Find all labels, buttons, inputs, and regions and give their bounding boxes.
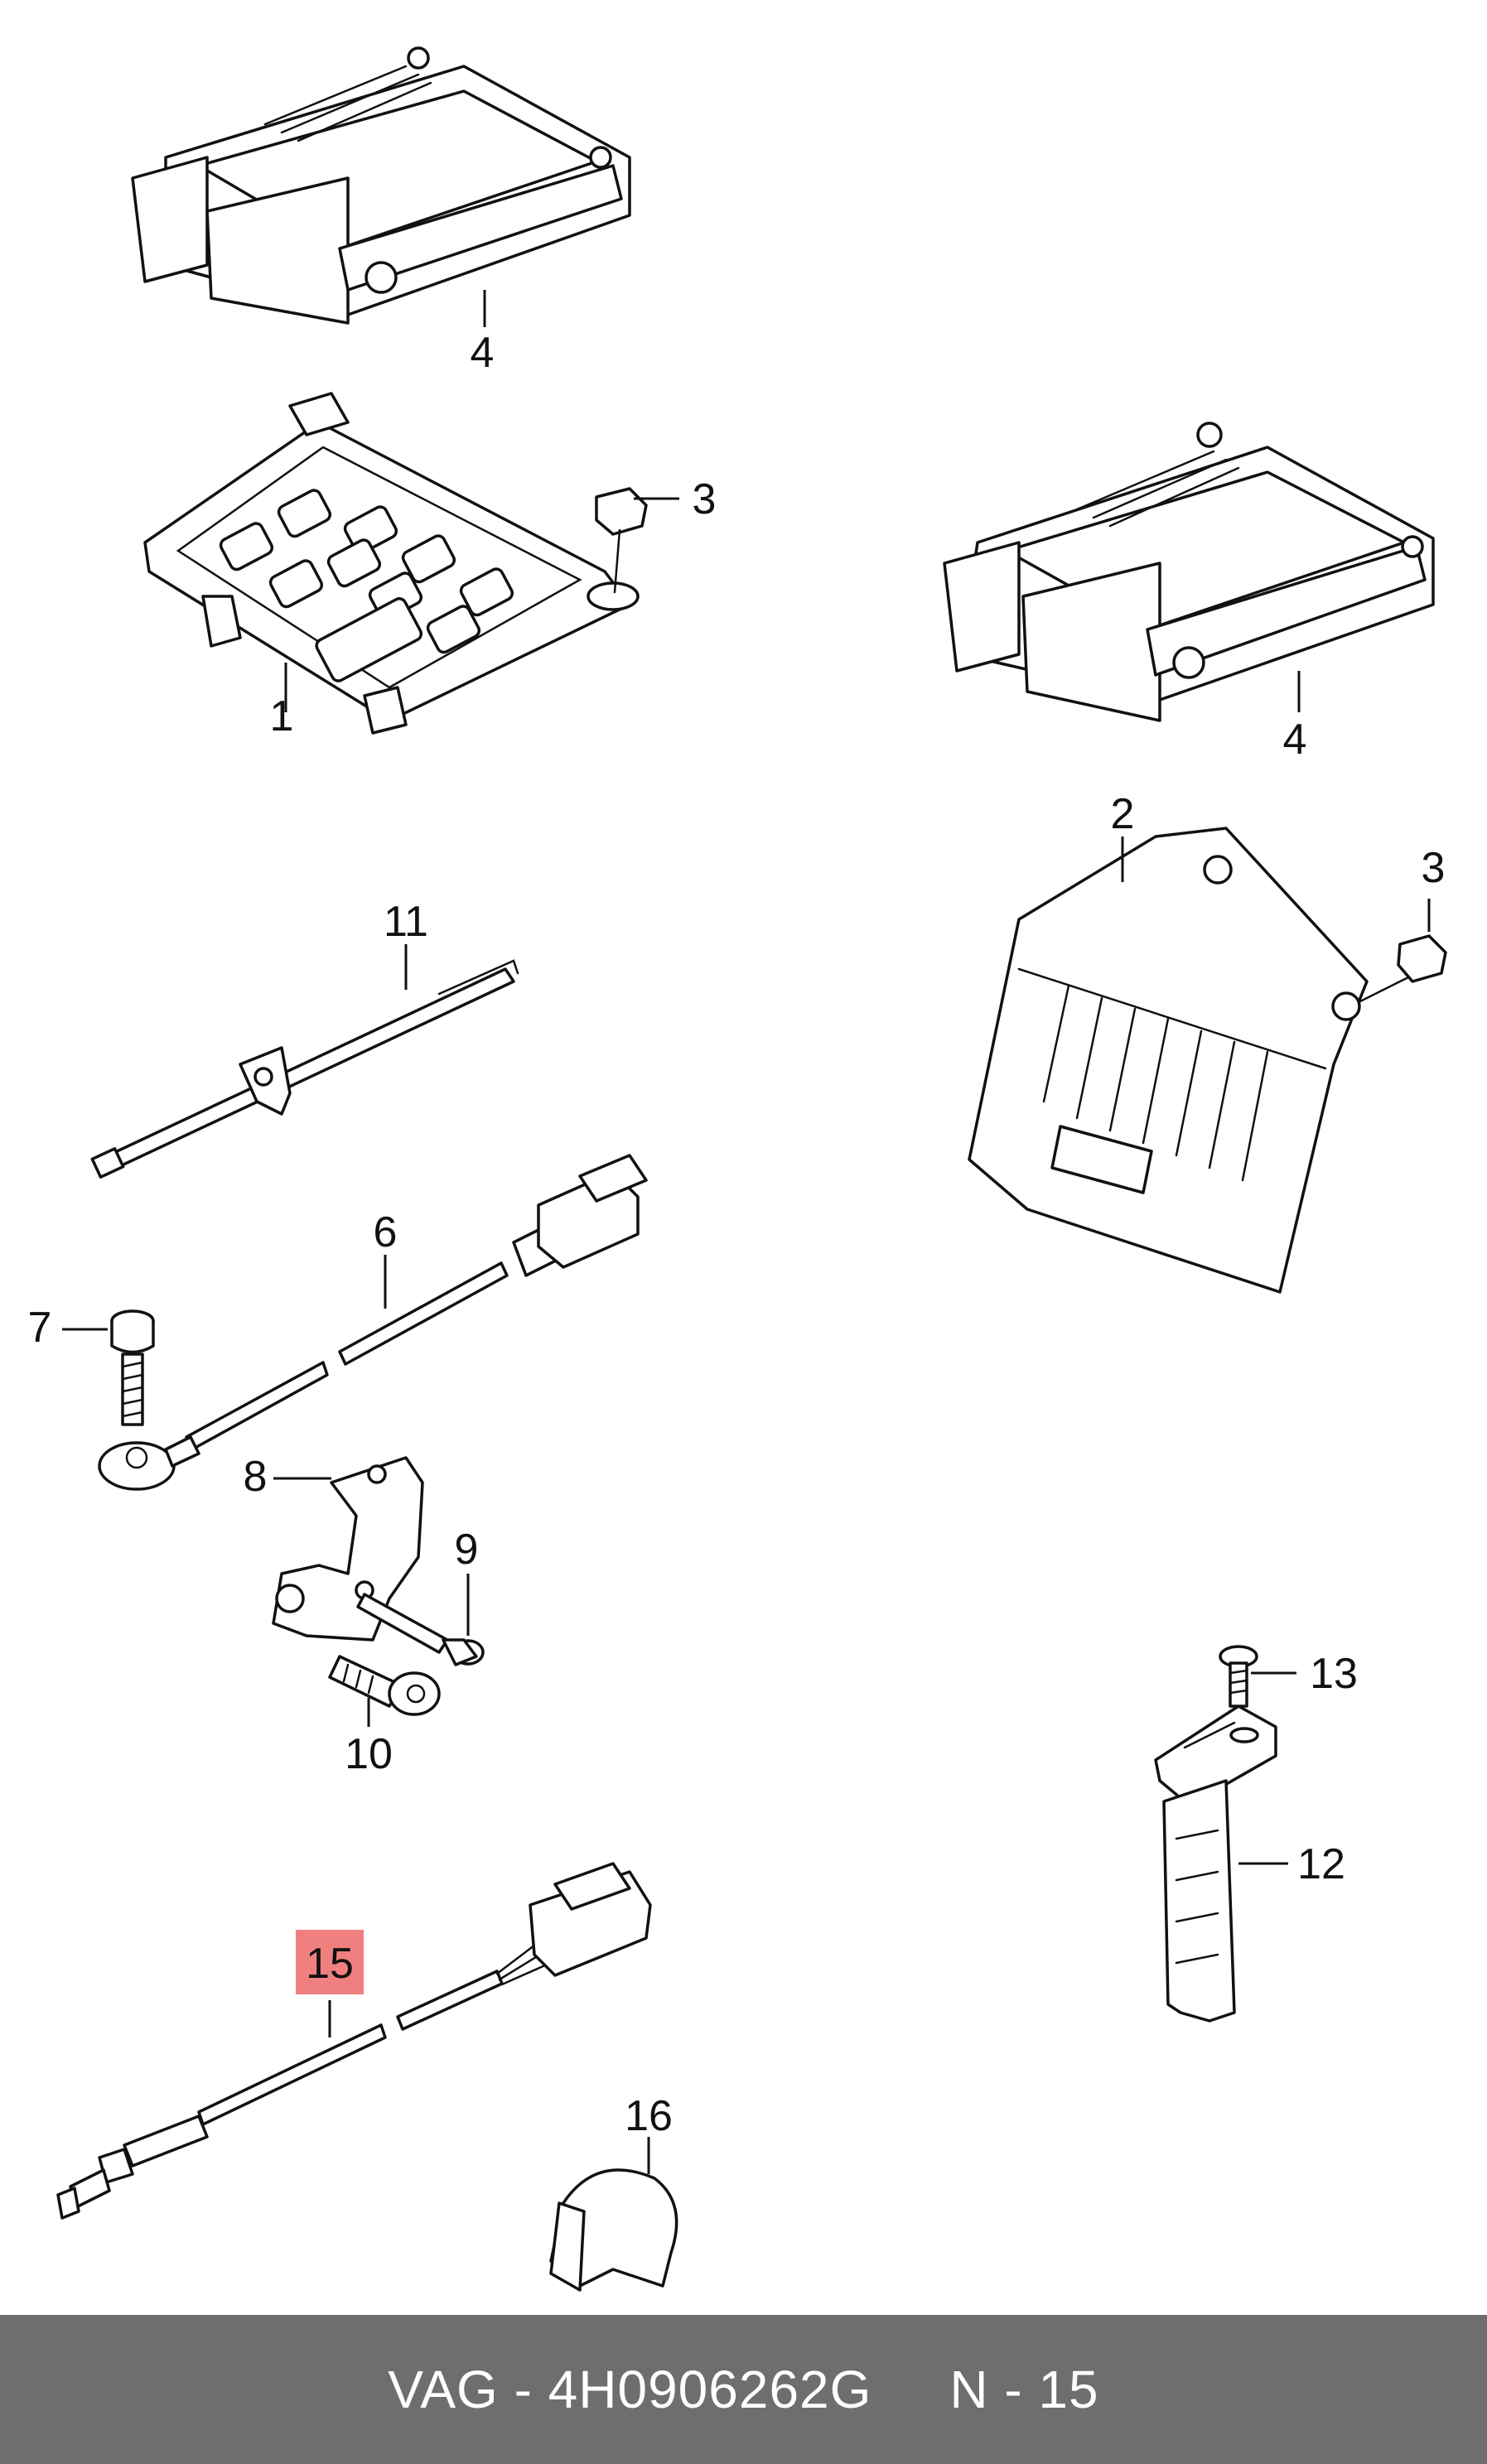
- bolt-7: [110, 1309, 155, 1426]
- clip-16: [549, 2168, 678, 2292]
- parts-diagram: 4 3 1 4 2 3 11 6 7 8 9 10 13 12 15 16: [28, 46, 1447, 2292]
- cover: [968, 827, 1369, 1294]
- callout-12: 12: [1297, 1840, 1345, 1888]
- footer-position: N - 15: [949, 2360, 1099, 2419]
- callout-4-right: 4: [1283, 716, 1307, 764]
- callout-4-top: 4: [471, 329, 495, 377]
- bolt-9: [356, 1593, 485, 1666]
- callout-6: 6: [374, 1208, 398, 1256]
- highlight-box: [296, 1930, 364, 1994]
- callout-7: 7: [28, 1304, 52, 1352]
- knock-sensor: [98, 1154, 648, 1491]
- control-unit-top: [131, 46, 631, 325]
- lambda-sensor: [56, 1862, 652, 2220]
- callout-1: 1: [270, 692, 294, 740]
- screw-13: [1219, 1645, 1258, 1708]
- callout-3-right: 3: [1422, 844, 1446, 892]
- footer-gap: [871, 2359, 949, 2420]
- bracket-8: [272, 1456, 424, 1642]
- footer-separator: -: [498, 2360, 548, 2419]
- nut-upper: [587, 487, 648, 611]
- sensor-12: [1154, 1705, 1277, 2023]
- callouts: 4 3 1 4 2 3 11 6 7 8 9 10 13 12 15 16: [28, 329, 1446, 2140]
- callout-2: 2: [1111, 790, 1135, 838]
- callout-9: 9: [455, 1526, 479, 1574]
- nut-right: [1357, 934, 1447, 1004]
- callout-16: 16: [625, 2092, 673, 2140]
- callout-15: 15: [306, 1940, 354, 1988]
- footer-part-number: 4H0906262G: [548, 2360, 872, 2419]
- callout-13: 13: [1310, 1650, 1358, 1698]
- footer-brand: VAG: [388, 2360, 499, 2419]
- callout-11: 11: [384, 898, 428, 946]
- control-unit-right: [943, 422, 1435, 722]
- callout-10: 10: [345, 1730, 393, 1778]
- cable-tie: [90, 959, 519, 1179]
- callout-3-top: 3: [693, 475, 717, 523]
- callout-8: 8: [244, 1453, 268, 1501]
- part-footer: VAG - 4H0906262G N - 15: [0, 2315, 1487, 2464]
- bolt-10: [328, 1655, 441, 1716]
- mounting-bracket: [143, 392, 631, 735]
- leader-lines: [62, 290, 1431, 2174]
